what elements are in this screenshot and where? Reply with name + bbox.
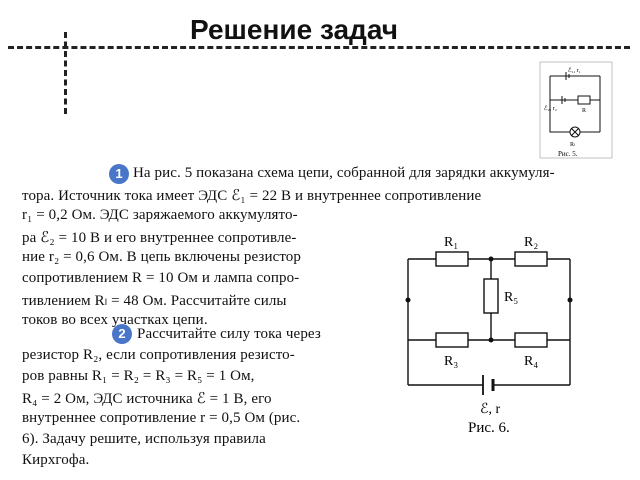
figure-5-circuit: ℰ₁, r₁ ℰ₂, r₂ R Rₗ Рис. 5. xyxy=(539,61,613,159)
fig6-label-source: ℰ, r xyxy=(480,402,500,417)
problem-1-line: ние r₂ = 0,6 Ом. В цепь включены резисто… xyxy=(22,249,301,265)
fig6-label-r3: R₃ xyxy=(444,354,458,369)
problem-1-badge: 1 xyxy=(109,164,129,184)
fig5-label-e2: ℰ₂, r₂ xyxy=(544,105,557,112)
dashed-divider-vertical xyxy=(64,32,67,114)
fig5-label-r: R xyxy=(582,108,586,114)
problem-1-line: сопротивлением R = 10 Ом и лампа сопро- xyxy=(22,270,300,286)
problem-1-line: тивлением Rₗ = 48 Ом. Рассчитайте силы xyxy=(22,293,287,309)
fig6-label-r5: R₅ xyxy=(504,290,518,305)
problem-2-line: внутреннее сопротивление r = 0,5 Ом (рис… xyxy=(22,410,301,426)
problem-1-line: r₁ = 0,2 Ом. ЭДС заряжаемого аккумулято- xyxy=(22,207,298,223)
problem-2-line: R₄ = 2 Ом, ЭДС источника ℰ = 1 В, его xyxy=(22,391,272,407)
figure-6-circuit: R₁ R₂ R₅ R₃ R₄ ℰ, r Рис. 6. xyxy=(405,235,573,436)
problem-2-line: ров равны R₁ = R₂ = R₃ = R₅ = 1 Ом, xyxy=(22,368,255,384)
fig5-caption: Рис. 5. xyxy=(558,150,578,158)
problem-2-badge: 2 xyxy=(112,324,132,344)
problem-1-line: токов во всех участках цепи. xyxy=(22,312,208,328)
problem-2-line: Рассчитайте силу тока через xyxy=(137,326,321,342)
problem-2-line: 6). Задачу решите, используя правила xyxy=(22,431,266,447)
fig5-label-e1: ℰ₁, r₁ xyxy=(568,67,581,74)
page-title: Решение задач xyxy=(190,14,398,45)
fig5-label-rl: Rₗ xyxy=(570,142,575,148)
fig6-label-r4: R₄ xyxy=(524,354,538,369)
problem-1-line: ра ℰ₂ = 10 В и его внутреннее сопротивле… xyxy=(22,230,297,246)
problem-2-line: Кирхгофа. xyxy=(22,452,90,468)
dashed-divider-horizontal xyxy=(8,46,630,49)
fig6-label-r1: R₁ xyxy=(444,235,458,250)
fig6-label-r2: R₂ xyxy=(524,235,538,250)
problem-2-line: резистор R₂, если сопротивления резисто- xyxy=(22,347,295,363)
problem-1-line: тора. Источник тока имеет ЭДС ℰ₁ = 22 В … xyxy=(22,188,482,204)
fig6-caption: Рис. 6. xyxy=(468,420,510,436)
problem-1-line: На рис. 5 показана схема цепи, собранной… xyxy=(133,165,555,181)
